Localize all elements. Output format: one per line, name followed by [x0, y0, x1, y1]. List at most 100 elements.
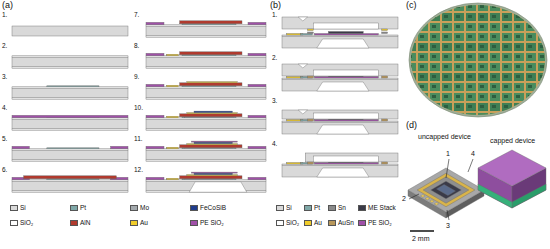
layer-rect [180, 21, 242, 24]
legend-item: FeCoSiB [190, 205, 226, 212]
layer-rect [24, 176, 117, 179]
layer-rect [111, 146, 128, 149]
legend-item: SiO₂ [276, 220, 299, 227]
legend-text: Pt [80, 205, 86, 212]
legend-text: AuSn [338, 220, 354, 227]
layer-rect [314, 34, 378, 36]
panel-label: (b) [270, 1, 281, 10]
layer-rect [146, 84, 164, 87]
legend-text: Pt [314, 205, 320, 212]
layer-rect [12, 129, 128, 130]
legend-text: SiO₂ [20, 220, 33, 227]
legend-swatch [358, 205, 366, 211]
legend-text: Au [314, 220, 322, 227]
layer-rect [146, 88, 266, 98]
layer-rect [12, 88, 128, 98]
legend-text: Sn [338, 205, 346, 212]
layer-rect [313, 156, 378, 162]
step-number: 11. [134, 136, 143, 143]
leader-line [446, 159, 449, 178]
layer-rect [12, 160, 128, 161]
legend-swatch [10, 220, 18, 226]
layer-rect [282, 122, 398, 134]
legend-swatch [304, 205, 312, 211]
layer-rect [166, 147, 178, 149]
layer-rect [146, 36, 266, 37]
step-number: 7. [134, 12, 139, 19]
layer-rect [382, 162, 388, 164]
shape [317, 82, 369, 91]
leader-line [468, 159, 473, 172]
shape [430, 200, 435, 203]
scale-label: 2 mm [412, 235, 430, 242]
leader-line [409, 194, 419, 199]
step-number: 3. [2, 74, 7, 81]
shape [421, 195, 426, 198]
layer-rect [301, 34, 313, 36]
layer-rect [12, 87, 128, 88]
shape [478, 184, 512, 208]
layer-rect [180, 145, 242, 148]
step-number: 4. [272, 141, 277, 148]
shape [431, 181, 461, 199]
device-label: uncapped device [418, 133, 471, 140]
shape [425, 197, 430, 200]
layer-rect [282, 165, 398, 177]
layer-rect [192, 172, 238, 173]
step-number: 2. [272, 55, 277, 62]
layer-rect [146, 98, 266, 99]
step-number: 2. [2, 43, 7, 50]
layer-rect [248, 177, 266, 180]
device-render [408, 150, 546, 231]
layer-rect [194, 111, 232, 113]
layer-rect [308, 76, 314, 78]
legend-item: Au [130, 220, 148, 227]
legend-text: AlN [80, 220, 90, 227]
layer-rect [166, 178, 178, 180]
layer-rect [194, 173, 232, 175]
legend-text: SiO₂ [286, 220, 299, 227]
layer-rect [187, 82, 237, 83]
shape [317, 125, 369, 134]
legend-text: ME Stack [368, 205, 396, 212]
layer-rect [12, 181, 128, 191]
legend-item: Si [276, 205, 292, 212]
callout-number: 4 [471, 150, 475, 157]
callout-number: 1 [446, 150, 450, 157]
callout-number: 2 [402, 195, 406, 202]
shape [437, 185, 456, 196]
legend-swatch [276, 205, 284, 211]
layer-rect [314, 77, 378, 79]
shape [512, 184, 546, 208]
layer-rect [382, 76, 388, 78]
layer-rect [146, 119, 266, 129]
legend-item: Sn [328, 205, 346, 212]
legend-swatch [70, 205, 78, 211]
layer-rect [248, 53, 266, 56]
layer-rect [313, 23, 378, 29]
layer-rect [282, 36, 398, 48]
shape [408, 168, 484, 212]
legend-swatch [10, 205, 18, 211]
callout-number: 3 [446, 222, 450, 229]
layer-rect [248, 84, 266, 87]
legend-swatch [276, 220, 284, 226]
shape [317, 39, 369, 48]
layer-rect [248, 115, 266, 118]
layer-rect [146, 129, 266, 130]
layer-rect [12, 115, 128, 118]
layer-rect [146, 146, 164, 149]
layer-rect [305, 153, 398, 162]
shape [317, 168, 369, 177]
layer-rect [282, 64, 398, 76]
panel-label: (a) [2, 1, 13, 10]
layer-rect [382, 32, 388, 34]
layer-rect [146, 57, 266, 67]
layer-rect [12, 191, 128, 192]
layer-rect [12, 57, 128, 67]
legend-item: Mo [130, 205, 149, 212]
layer-rect [313, 113, 378, 119]
legend-text: Si [20, 205, 26, 212]
layer-rect [146, 26, 266, 36]
